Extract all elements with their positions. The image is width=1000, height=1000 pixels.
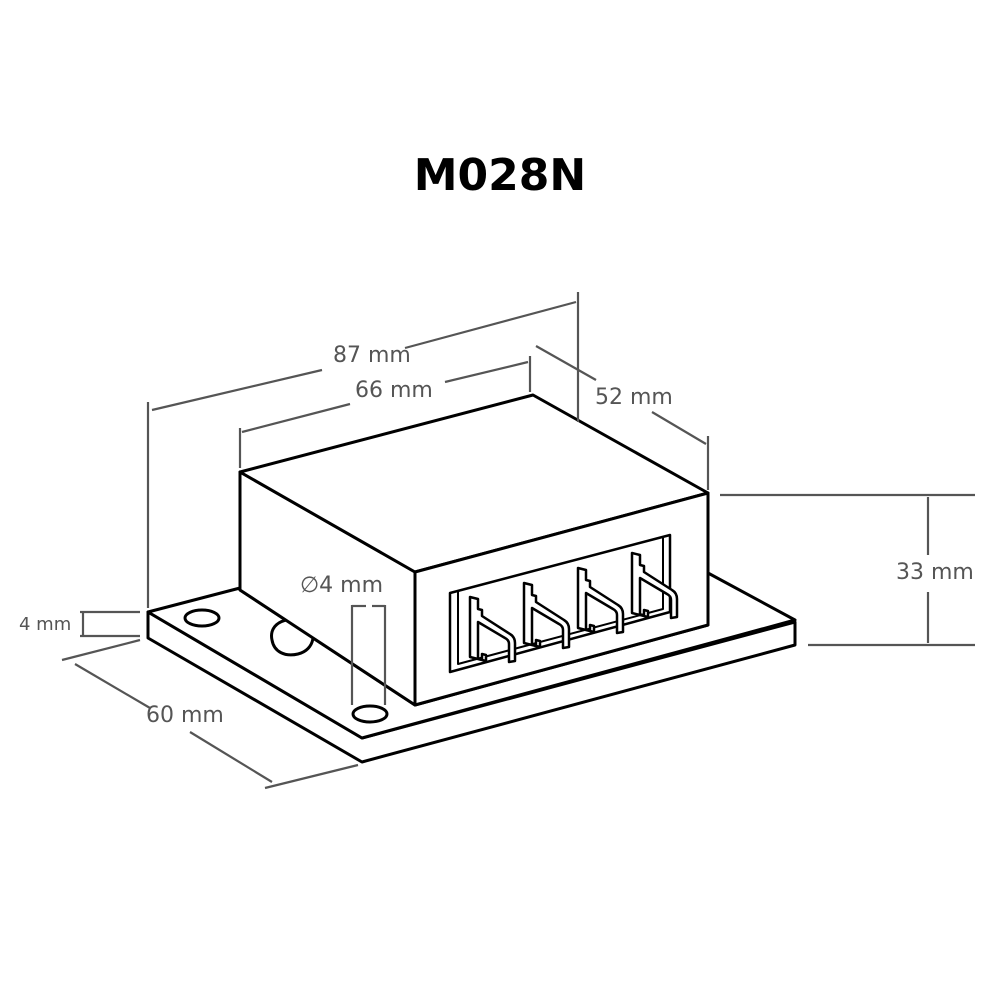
mount-hole	[351, 704, 389, 724]
module-body	[146, 393, 797, 764]
dim-length-outer: 87 mm	[333, 343, 411, 368]
dim-length-inner: 66 mm	[355, 378, 433, 403]
hole-diameter-value: 4 mm	[319, 573, 384, 598]
dimension-lines	[61, 292, 975, 790]
dim-height: 33 mm	[896, 560, 974, 585]
terminal-tab	[576, 566, 625, 635]
mount-hole	[183, 608, 221, 628]
terminal-tab	[630, 551, 679, 620]
model-title: M028N	[413, 150, 587, 201]
dim-hole-diameter: ∅4 mm	[300, 573, 383, 598]
dim-base-thickness: 4 mm	[19, 614, 72, 635]
terminal-tab	[468, 595, 517, 664]
diameter-symbol: ∅	[300, 573, 320, 598]
dim-depth: 52 mm	[595, 385, 673, 410]
dim-base-width: 60 mm	[146, 703, 224, 728]
terminal-tab	[522, 581, 571, 650]
